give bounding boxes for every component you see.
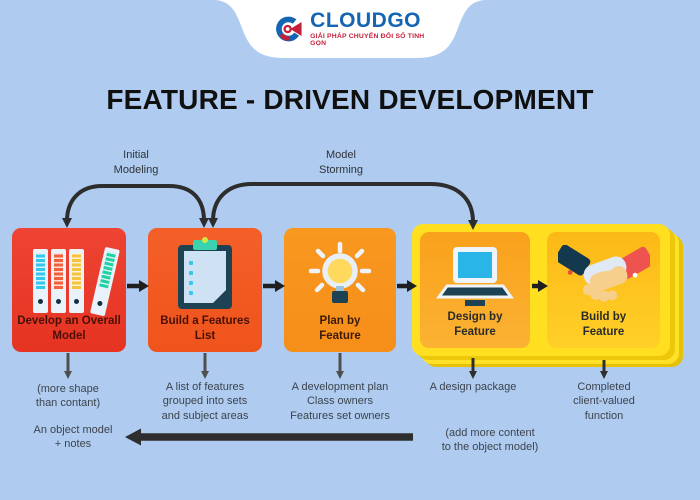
handshake-icon: [557, 244, 650, 310]
step-build-by-feature: Build by Feature: [547, 232, 660, 348]
object-model-note: An object model + notes: [33, 424, 113, 451]
arc-label-initial-modeling: Initial Modeling: [113, 149, 159, 176]
return-arrow: [125, 428, 413, 446]
lightbulb-icon: [305, 240, 375, 314]
brand-name: CLOUDGO: [310, 9, 422, 32]
arc-label-model-storming: Model Storming: [318, 149, 364, 176]
arc-initial-modeling: [62, 184, 209, 228]
step-design-by-feature: Design by Feature: [420, 232, 530, 348]
step-description-1: (more shape than contant): [35, 383, 101, 410]
step-description-5: Completed client-valued function: [573, 381, 635, 422]
top-banner: CLOUDGO GIẢI PHÁP CHUYỂN ĐỔI SỐ TINH GỌN: [215, 0, 485, 62]
description-arrows: [64, 353, 608, 379]
step-description-2: A list of features grouped into sets and…: [161, 381, 249, 422]
cloudgo-logo-icon: [276, 16, 302, 42]
add-content-note: (add more content to the object model): [441, 427, 539, 454]
step-develop-overall-model: Develop an Overall Model: [12, 228, 126, 352]
step-plan-by-feature: Plan by Feature: [284, 228, 396, 352]
step-label: Design by Feature: [447, 311, 503, 338]
cloudgo-logo: CLOUDGO GIẢI PHÁP CHUYỂN ĐỔI SỐ TINH GỌN: [275, 10, 426, 48]
step-label: Build a Features List: [160, 315, 250, 342]
step-label: Plan by Feature: [319, 315, 361, 342]
laptop-icon: [434, 244, 516, 310]
banner-shape: [215, 0, 485, 58]
brand-tagline: GIẢI PHÁP CHUYỂN ĐỔI SỐ TINH GỌN: [310, 33, 425, 47]
binders-icon: [33, 240, 120, 317]
step-label: Develop an Overall Model: [17, 315, 121, 342]
step-description-3: A development plan Class owners Features…: [290, 381, 390, 422]
step-label: Build by Feature: [580, 311, 627, 338]
step-description-4: A design package: [429, 381, 517, 393]
step-build-features-list: Build a Features List: [148, 228, 262, 352]
page-title: FEATURE - DRIVEN DEVELOPMENT: [106, 84, 594, 115]
clipboard-icon: [178, 237, 232, 314]
